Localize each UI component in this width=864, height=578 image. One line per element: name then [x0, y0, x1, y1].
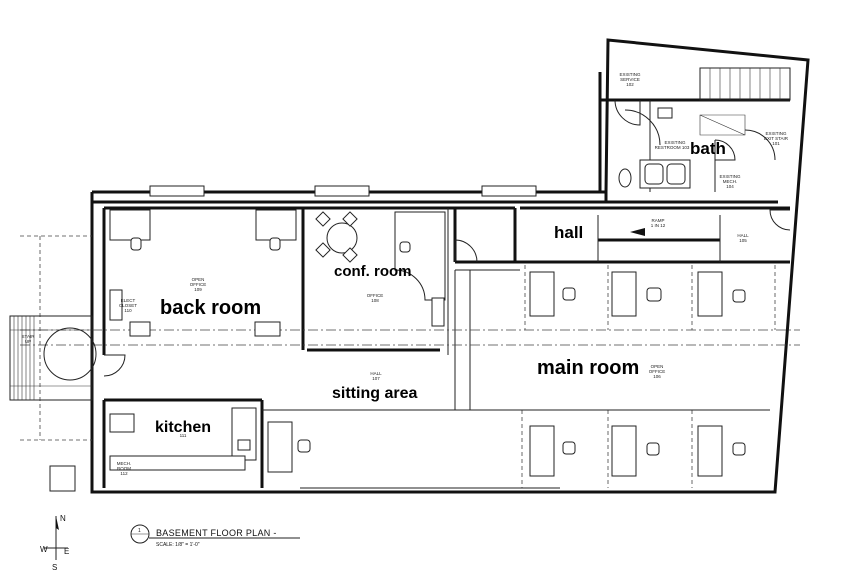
svg-text:102: 102: [626, 82, 634, 87]
exterior-walls: [90, 38, 810, 494]
svg-text:RAMP: RAMP: [651, 218, 664, 223]
svg-text:CLOSET: CLOSET: [119, 303, 137, 308]
svg-text:109: 109: [194, 287, 202, 292]
svg-text:101: 101: [772, 141, 780, 146]
svg-text:MECH.: MECH.: [723, 179, 738, 184]
room-tag-existing-restroom: EXISTING RESTROOM 103: [655, 140, 690, 150]
svg-text:ROOM: ROOM: [117, 466, 131, 471]
svg-text:1 IN 12: 1 IN 12: [651, 223, 666, 228]
svg-text:MECH.: MECH.: [117, 461, 132, 466]
svg-text:UP: UP: [25, 339, 31, 344]
compass-north: N: [60, 514, 66, 523]
room-tag-open-office-109: OPEN OFFICE 109: [190, 277, 207, 292]
conf-furniture: [315, 211, 446, 327]
room-tag-elect-closet: ELECT CLOSET 110: [119, 298, 137, 313]
west-stair: [9, 315, 97, 492]
svg-text:111: 111: [180, 433, 187, 438]
room-tag-existing-exit-stair: EXISTING EXIT STAIR 101: [764, 131, 789, 146]
room-label-sitting-area: sitting area: [332, 385, 417, 402]
svg-text:107: 107: [372, 376, 380, 381]
svg-text:EXISTING: EXISTING: [765, 131, 787, 136]
room-tag-mech-room: MECH. ROOM 112: [117, 461, 132, 476]
svg-text:OFFICE: OFFICE: [367, 293, 384, 298]
svg-text:EXISTING: EXISTING: [719, 174, 741, 179]
interior-walls: [102, 72, 790, 488]
svg-text:OPEN: OPEN: [192, 277, 205, 282]
svg-text:OFFICE: OFFICE: [649, 369, 666, 374]
svg-text:OFFICE: OFFICE: [190, 282, 207, 287]
svg-text:106: 106: [653, 374, 661, 379]
svg-text:EXISTING: EXISTING: [619, 72, 641, 77]
room-tag-open-office-106: OPEN OFFICE 106: [649, 364, 666, 379]
bath-fixtures: [618, 107, 691, 189]
room-label-conf-room: conf. room: [334, 263, 412, 280]
room-label-back-room: back room: [160, 297, 261, 319]
room-label-hall: hall: [554, 223, 583, 242]
svg-text:ELECT: ELECT: [121, 298, 136, 303]
svg-text:HALL: HALL: [737, 233, 749, 238]
drawing-title: 1 BASEMENT FLOOR PLAN - SCALE: 1/8" = 1'…: [130, 524, 300, 548]
svg-text:110: 110: [124, 308, 132, 313]
compass-west: W: [40, 545, 48, 554]
svg-text:STAIR: STAIR: [22, 334, 36, 339]
svg-text:OPEN: OPEN: [651, 364, 664, 369]
room-tag-existing-service: EXISTING SERVICE 102: [619, 72, 641, 87]
room-tag-hall-107: HALL 107: [370, 371, 382, 381]
room-tag-hall-105: HALL 105: [737, 233, 749, 243]
room-tag-ramp: RAMP 1 IN 12: [651, 218, 666, 228]
svg-text:105: 105: [739, 238, 747, 243]
plan-title: BASEMENT FLOOR PLAN -: [156, 528, 277, 538]
room-label-bath: bath: [690, 139, 726, 158]
room-label-main-room: main room: [537, 357, 639, 379]
svg-text:104: 104: [726, 184, 734, 189]
svg-text:112: 112: [120, 471, 128, 476]
sheet-number: 1: [138, 528, 141, 534]
doors: [103, 99, 791, 377]
compass-east: E: [64, 547, 69, 556]
svg-text:RESTROOM 103: RESTROOM 103: [655, 145, 690, 150]
svg-text:108: 108: [371, 298, 379, 303]
main-room-desks: [267, 271, 746, 477]
room-tag-stair-up: STAIR UP: [22, 334, 36, 344]
svg-text:EXIT STAIR: EXIT STAIR: [764, 136, 789, 141]
ramp: [597, 215, 721, 262]
compass: N S E W: [40, 514, 69, 572]
compass-south: S: [52, 563, 57, 572]
exit-stair-treads: [699, 67, 791, 136]
kitchen-fixtures: [109, 407, 257, 471]
back-room-furniture: [109, 209, 297, 337]
svg-text:SERVICE: SERVICE: [620, 77, 640, 82]
plan-scale: SCALE: 1/8" = 1'-0": [156, 542, 200, 548]
svg-text:EXISTING: EXISTING: [664, 140, 686, 145]
room-tag-existing-mech: EXISTING MECH. 104: [719, 174, 741, 189]
svg-text:HALL: HALL: [370, 371, 382, 376]
room-tag-kitchen-111: 111: [180, 433, 187, 438]
room-tag-office-108: OFFICE 108: [367, 293, 384, 303]
room-label-kitchen: kitchen: [155, 419, 211, 436]
